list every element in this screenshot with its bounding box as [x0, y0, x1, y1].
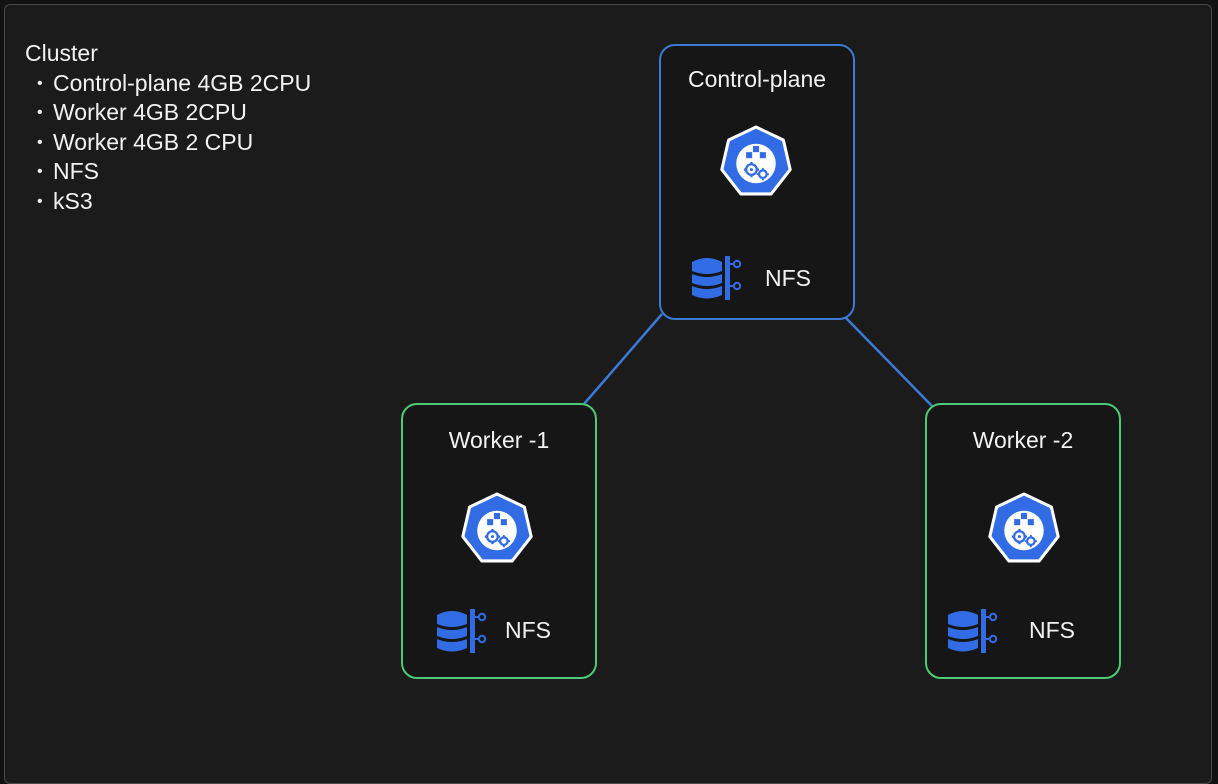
notes-item: • kS3 — [25, 187, 311, 217]
nfs-storage-icon — [946, 605, 998, 657]
kubernetes-icon — [718, 124, 794, 200]
nfs-label: NFS — [505, 617, 551, 643]
node-worker-2[interactable]: Worker -2 NFS — [925, 403, 1121, 679]
edge-control-plane-to-worker-1 — [583, 313, 663, 405]
notes-item: • Control-plane 4GB 2CPU — [25, 69, 311, 99]
notes-item-text: Worker 4GB 2 CPU — [53, 128, 254, 155]
notes-item-text: Control-plane 4GB 2CPU — [53, 69, 312, 96]
node-control-plane[interactable]: Control-plane NFS — [659, 44, 855, 320]
node-title: Worker -2 — [972, 427, 1074, 453]
notes-item-text: Worker 4GB 2CPU — [53, 99, 247, 125]
node-worker-1[interactable]: Worker -1 NFS — [401, 403, 597, 679]
nfs-storage-icon — [690, 252, 742, 304]
nfs-storage-icon — [435, 605, 487, 657]
kubernetes-icon — [459, 491, 535, 567]
kubernetes-icon — [986, 491, 1062, 567]
notes-item: • NFS — [25, 157, 311, 187]
nfs-label: NFS — [765, 265, 811, 291]
edge-control-plane-to-worker-2 — [845, 317, 933, 407]
notes-item: • Worker 4GB 2 CPU — [25, 128, 311, 158]
bullet-icon: • — [37, 192, 43, 210]
diagram-canvas: Cluster • Control-plane 4GB 2CPU • Worker … — [4, 4, 1212, 784]
notes-list: • Control-plane 4GB 2CPU • Worker 4GB 2CPU… — [25, 69, 311, 217]
bullet-icon: • — [37, 104, 43, 121]
notes-title: Cluster — [25, 40, 98, 66]
notes-item-text: NFS — [53, 158, 99, 184]
edge-layer — [583, 313, 933, 407]
node-title: Worker -1 — [448, 427, 550, 453]
bullet-icon: • — [37, 133, 43, 151]
bullet-icon: • — [37, 163, 43, 180]
node-title: Control-plane — [687, 66, 827, 92]
notes-item-text: kS3 — [53, 187, 93, 214]
bullet-icon: • — [37, 74, 43, 92]
notes-item: • Worker 4GB 2CPU — [25, 98, 311, 128]
cluster-notes: Cluster • Control-plane 4GB 2CPU • Worker … — [25, 39, 311, 216]
nfs-label: NFS — [1029, 617, 1075, 643]
